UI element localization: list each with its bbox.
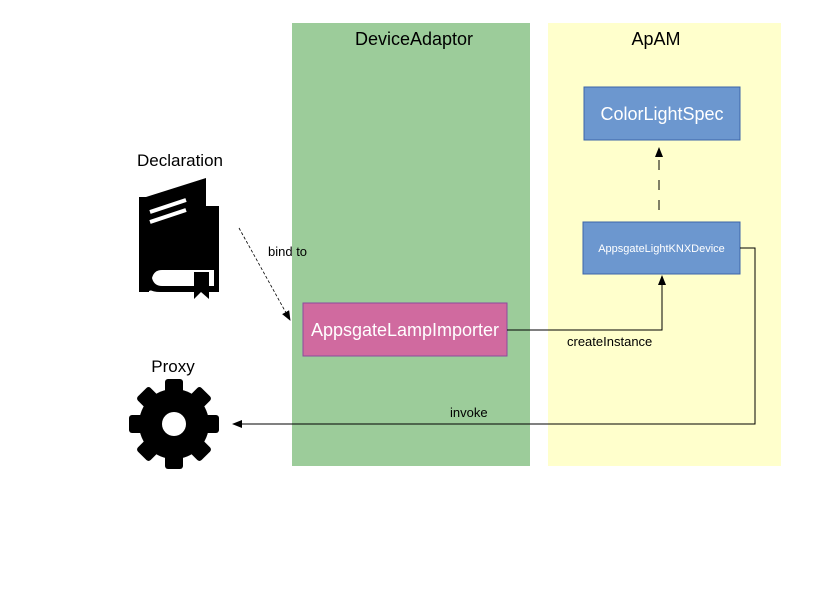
bind-to-label: bind to [268, 244, 307, 259]
book-icon [139, 178, 219, 299]
declaration-label: Declaration [137, 151, 223, 170]
proxy-label: Proxy [151, 357, 195, 376]
appsgate-lamp-importer-label: AppsgateLampImporter [311, 320, 499, 340]
create-instance-edge [507, 275, 666, 331]
invoke-label: invoke [450, 405, 488, 420]
create-instance-label: createInstance [567, 334, 652, 349]
color-light-spec-node[interactable]: ColorLightSpec [583, 86, 741, 141]
appsgate-light-knx-device-node[interactable]: AppsgateLightKNXDevice [582, 221, 741, 275]
device-adaptor-lane [292, 23, 530, 466]
appsgate-light-knx-device-label: AppsgateLightKNXDevice [598, 243, 725, 255]
gear-icon [129, 379, 219, 469]
invoke-edge [232, 247, 756, 428]
bind-to-edge [238, 227, 291, 321]
color-light-spec-label: ColorLightSpec [600, 104, 723, 124]
device-adaptor-title: DeviceAdaptor [355, 29, 473, 49]
apam-title: ApAM [631, 29, 680, 49]
implements-arrowhead [655, 147, 663, 157]
appsgate-lamp-importer-node[interactable]: AppsgateLampImporter [302, 302, 508, 357]
